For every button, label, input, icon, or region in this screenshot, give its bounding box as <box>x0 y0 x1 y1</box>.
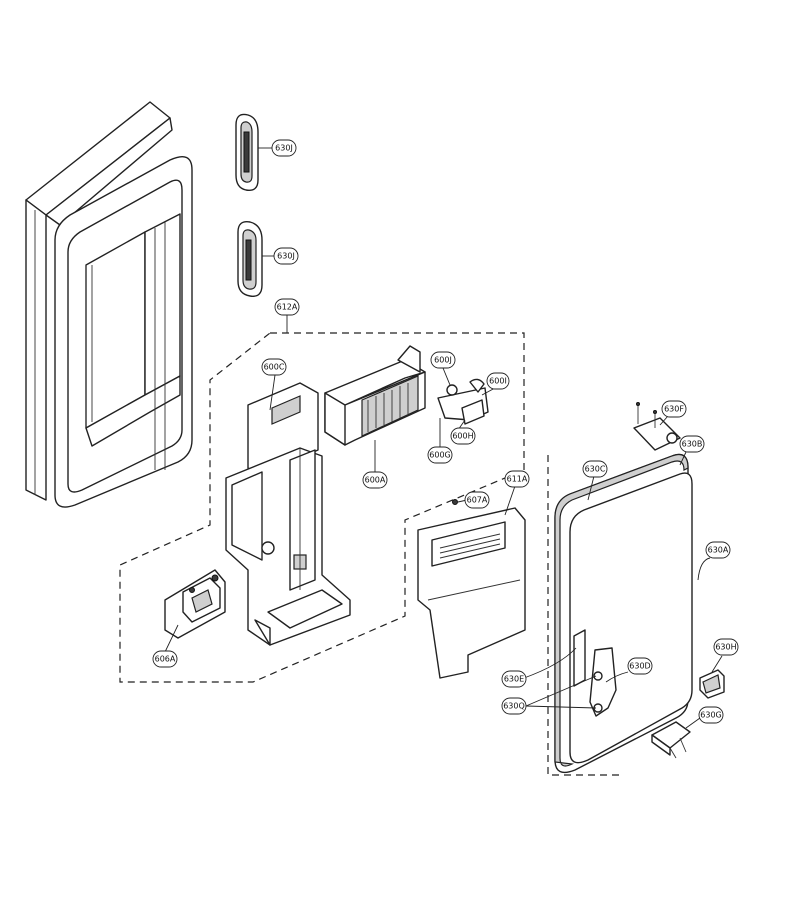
callout-600h: 600H <box>450 427 476 445</box>
refrigerator-door-630a <box>554 453 693 774</box>
svg-text:607A: 607A <box>467 496 488 505</box>
freezer-door <box>25 101 193 508</box>
leader-lines <box>164 147 723 729</box>
svg-text:630A: 630A <box>708 546 729 555</box>
hinge-cover-630h <box>699 669 725 699</box>
actuator-assembly-600h <box>437 378 489 425</box>
callout-600j: 600J <box>430 351 456 369</box>
callout-600g: 600G <box>427 446 453 464</box>
callout-630j-top: 630J <box>271 139 297 157</box>
svg-text:630G: 630G <box>700 711 721 720</box>
gasket-630j-bottom <box>237 221 263 297</box>
svg-text:611A: 611A <box>507 475 528 484</box>
svg-text:630E: 630E <box>504 675 524 684</box>
ice-maker-600a <box>324 345 426 446</box>
svg-text:600J: 600J <box>434 356 452 365</box>
lower-hinge-630g <box>651 721 691 759</box>
callout-630a: 630A <box>705 541 731 559</box>
callout-630q: 630Q <box>501 697 527 715</box>
svg-text:630C: 630C <box>585 465 606 474</box>
svg-text:630J: 630J <box>275 144 293 153</box>
bracket-606a <box>164 569 226 639</box>
callout-600a: 600A <box>362 471 388 489</box>
callout-630g: 630G <box>698 706 724 724</box>
callout-600i: 600I <box>486 372 510 390</box>
callout-630d: 630D <box>627 657 653 675</box>
svg-text:630Q: 630Q <box>503 702 525 711</box>
screw-607a <box>452 499 458 505</box>
assembly-group-612a <box>119 332 525 683</box>
svg-text:612A: 612A <box>277 303 298 312</box>
svg-text:600I: 600I <box>489 377 507 386</box>
callout-611a: 611A <box>504 470 530 488</box>
callout-600c: 600C <box>261 358 287 376</box>
callout-630h: 630H <box>713 638 739 656</box>
svg-text:606A: 606A <box>155 655 176 664</box>
dispenser-cover-611a <box>417 507 526 679</box>
callout-630c: 630C <box>582 460 608 478</box>
svg-text:600H: 600H <box>452 432 473 441</box>
callout-606a: 606A <box>152 650 178 668</box>
callout-607a: 607A <box>464 491 490 509</box>
callout-612a: 612A <box>274 298 300 316</box>
svg-text:600C: 600C <box>264 363 285 372</box>
svg-text:600A: 600A <box>365 476 386 485</box>
gasket-630j-top <box>235 113 259 191</box>
svg-text:630D: 630D <box>629 662 650 671</box>
callout-630e: 630E <box>501 670 527 688</box>
callout-630f: 630F <box>661 400 687 418</box>
callout-630j-bottom: 630J <box>273 247 299 265</box>
svg-text:600G: 600G <box>429 451 450 460</box>
svg-text:630J: 630J <box>277 252 295 261</box>
dispenser-housing-600c <box>225 382 351 646</box>
callout-630b: 630B <box>679 435 705 453</box>
svg-text:630B: 630B <box>682 440 703 449</box>
svg-text:630F: 630F <box>664 405 684 414</box>
svg-text:630H: 630H <box>715 643 736 652</box>
hinge-630f <box>633 402 681 451</box>
